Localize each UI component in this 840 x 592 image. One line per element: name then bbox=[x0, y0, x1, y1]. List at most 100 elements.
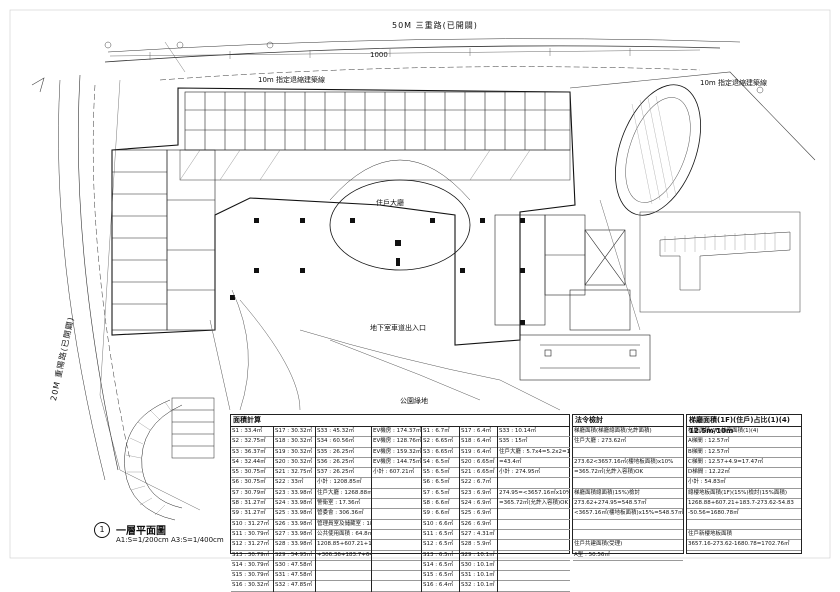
table-cell: S13 : 30.79㎡ bbox=[231, 551, 273, 561]
table-cell: S5 : 6.5㎡ bbox=[422, 468, 460, 479]
table-cell: S25 : 33.98㎡ bbox=[274, 509, 316, 520]
table-cell: -50.56=1680.78㎡ bbox=[687, 509, 801, 520]
table-cell: =365.72㎡(允許入容積)OK bbox=[498, 499, 570, 510]
regulation-table-header: 法令檢討 bbox=[573, 415, 683, 427]
table-cell bbox=[372, 520, 422, 530]
table-cell bbox=[316, 561, 372, 572]
road-label-top: 50M 三重路(已開闢) bbox=[392, 21, 478, 30]
table-cell: S30 : 10.1㎡ bbox=[460, 561, 498, 572]
table-cell bbox=[372, 499, 422, 510]
key-plan-inset bbox=[639, 211, 801, 313]
table-cell: S9 : 6.6㎡ bbox=[422, 509, 460, 520]
table-cell: 小計 : 607.21㎡ bbox=[372, 468, 422, 479]
table-cell: S16 : 30.32㎡ bbox=[231, 581, 273, 592]
table-cell: S37 : 26.25㎡ bbox=[316, 468, 372, 479]
table-cell: S14 : 6.5㎡ bbox=[422, 561, 460, 572]
table-cell bbox=[372, 551, 422, 561]
table-cell: A梯間 : 12.57㎡ bbox=[687, 437, 801, 448]
table-cell: S11 : 30.79㎡ bbox=[231, 530, 273, 541]
table-cell: 管委會 : 306.36㎡ bbox=[316, 509, 372, 520]
table-cell: S28 : 33.98㎡ bbox=[274, 540, 316, 551]
table-cell: S15 : 30.79㎡ bbox=[231, 571, 273, 582]
table-cell: 住戶共建面積(受理) bbox=[573, 540, 683, 551]
table-cell: S24 : 6.9㎡ bbox=[460, 499, 498, 510]
table-cell: S32 : 47.85㎡ bbox=[274, 581, 316, 592]
table-cell: S19 : 30.32㎡ bbox=[274, 448, 316, 458]
table-cell: S24 : 33.98㎡ bbox=[274, 499, 316, 510]
table-cell bbox=[687, 520, 801, 530]
lobby-ratio-table: 梯廳面積(1F)(住戶)占比(1)(4) 12.5m/10m 梯廳面積(1F)前… bbox=[686, 414, 802, 554]
table-cell: 住戶大廳 : 5.7x4=5.2x2=12.8 bbox=[498, 448, 570, 458]
table-cell: 1208.85+607.21+1268.88+17.36 bbox=[316, 540, 372, 551]
table-cell: 梯廳面積總面積(15%)檢討 bbox=[573, 489, 683, 500]
table-cell: S21 : 6.65㎡ bbox=[460, 468, 498, 479]
table-cell: S2 : 32.75㎡ bbox=[231, 437, 273, 448]
plaza-label: 公園綠地 bbox=[400, 397, 428, 405]
table-cell bbox=[372, 571, 422, 582]
table-cell bbox=[372, 581, 422, 592]
table-cell bbox=[498, 571, 570, 582]
setback-label-right: 10m 指定退縮建築線 bbox=[700, 79, 767, 87]
table-cell: +306.36+183.7+64.8=3657.16㎡ bbox=[316, 551, 372, 561]
table-cell: 273.62<3657.16㎡(樓地板面積)x10% bbox=[573, 458, 683, 469]
table-cell: S7 : 30.79㎡ bbox=[231, 489, 273, 500]
table-cell: 小計 : 54.83㎡ bbox=[687, 478, 801, 489]
table-cell: S10 : 31.27㎡ bbox=[231, 520, 273, 530]
table-cell bbox=[498, 530, 570, 541]
table-cell: S34 : 60.56㎡ bbox=[316, 437, 372, 448]
table-cell: D梯間 : 12.22㎡ bbox=[687, 468, 801, 479]
table-cell: S12 : 31.27㎡ bbox=[231, 540, 273, 551]
table-cell: S8 : 6.6㎡ bbox=[422, 499, 460, 510]
table-cell: 小計 : 274.95㎡ bbox=[498, 468, 570, 479]
table-cell: S5 : 30.75㎡ bbox=[231, 468, 273, 479]
table-cell: C梯間 : 12.57+4.9=17.47㎡ bbox=[687, 458, 801, 469]
table-cell bbox=[316, 571, 372, 582]
table-cell bbox=[498, 581, 570, 592]
table-cell: 管理員室及儲藏室 : 183.7㎡ bbox=[316, 520, 372, 530]
table-cell bbox=[498, 551, 570, 561]
table-cell: S20 : 6.65㎡ bbox=[460, 458, 498, 469]
table-cell bbox=[372, 530, 422, 541]
table-cell: S17 : 6.4㎡ bbox=[460, 427, 498, 438]
table-cell: 總樓地板面積(1F)(15%)檢討(15%面積) bbox=[687, 489, 801, 500]
table-cell: S29 : 10.1㎡ bbox=[460, 551, 498, 561]
table-cell: 公共使用面積 : 64.8㎡ bbox=[316, 530, 372, 541]
table-cell: =43.4㎡ bbox=[498, 458, 570, 469]
table-cell bbox=[372, 478, 422, 489]
table-cell bbox=[573, 520, 683, 530]
table-cell: S16 : 6.4㎡ bbox=[422, 581, 460, 592]
table-cell bbox=[372, 489, 422, 500]
table-cell: EV機房 : 159.32㎡ bbox=[372, 448, 422, 458]
table-cell: EV機房 : 174.37㎡ bbox=[372, 427, 422, 438]
table-cell: S35 : 26.25㎡ bbox=[316, 448, 372, 458]
table-cell bbox=[498, 540, 570, 551]
table-cell: 3657.16-273.62-1680.78=1702.76㎡ bbox=[687, 540, 801, 551]
table-cell bbox=[498, 478, 570, 489]
table-cell: S9 : 31.27㎡ bbox=[231, 509, 273, 520]
table-cell: S31 : 10.1㎡ bbox=[460, 571, 498, 582]
table-cell bbox=[498, 561, 570, 572]
table-cell: 住戶大廳 : 273.62㎡ bbox=[573, 437, 683, 448]
dimension-top: 1000 bbox=[370, 51, 388, 59]
table-cell: S28 : 5.9㎡ bbox=[460, 540, 498, 551]
table-cell: S25 : 6.9㎡ bbox=[460, 509, 498, 520]
table-cell: S29 : 54.95㎡ bbox=[274, 551, 316, 561]
table-cell: S18 : 30.32㎡ bbox=[274, 437, 316, 448]
ratio-header-text: 梯廳面積(1F)(住戶)占比(1)(4) bbox=[689, 416, 790, 424]
table-cell: S4 : 32.44㎡ bbox=[231, 458, 273, 469]
ratio-table-header: 梯廳面積(1F)(住戶)占比(1)(4) 12.5m/10m bbox=[687, 415, 801, 435]
table-cell: S22 : 6.7㎡ bbox=[460, 478, 498, 489]
table-cell: EV機房 : 144.75㎡ bbox=[372, 458, 422, 469]
ratio-header-note: 12.5m/10m bbox=[689, 427, 734, 435]
building-outline bbox=[111, 87, 576, 346]
table-cell: S26 : 6.9㎡ bbox=[460, 520, 498, 530]
